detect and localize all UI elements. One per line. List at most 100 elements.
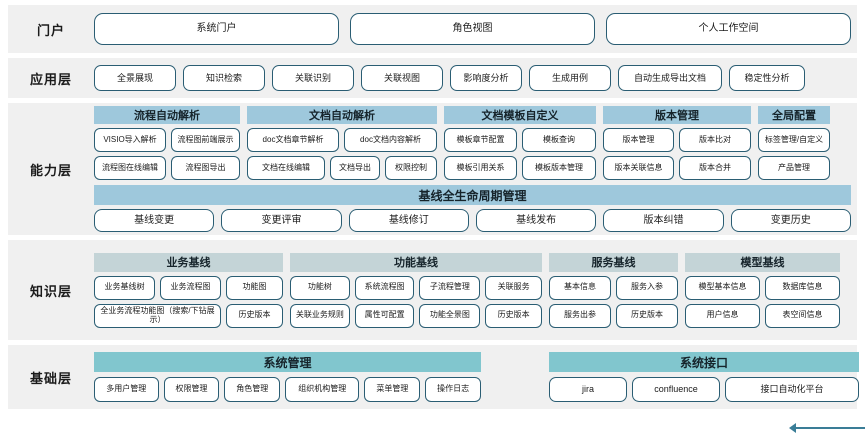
baseline-item-4[interactable]: 版本纠错 — [603, 209, 724, 232]
group-item-row: 服务出参 历史版本 — [549, 303, 678, 328]
layer-label-application: 应用层 — [29, 71, 72, 87]
app-item-5[interactable]: 生成用例 — [529, 65, 611, 91]
left-edge-mask — [0, 5, 2, 438]
layer-label-knowledge: 知识层 — [29, 283, 72, 299]
application-button-row: 全景展现 知识检索 关联识别 关联视图 影响度分析 生成用例 自动生成导出文档 … — [94, 65, 851, 91]
group-item-row: 版本管理 版本比对 — [603, 128, 751, 152]
portal-item-2[interactable]: 个人工作空间 — [606, 13, 851, 45]
kno-item[interactable]: 表空间信息 — [765, 303, 840, 328]
app-item-0[interactable]: 全景展现 — [94, 65, 176, 91]
group-item-row: 功能树 系统流程图 子流程管理 关联服务 — [290, 275, 542, 300]
baseline-lifecycle-row: 基线变更 变更评审 基线修订 基线发布 版本纠错 变更历史 — [94, 209, 851, 232]
kno-item[interactable]: 历史版本 — [226, 303, 283, 328]
layer-label-portal: 门户 — [36, 22, 65, 38]
app-item-3[interactable]: 关联视图 — [361, 65, 443, 91]
kno-item[interactable]: 历史版本 — [616, 303, 678, 328]
capability-group-row: 流程自动解析 VISIO导入解析 流程图前端展示 流程图在线编辑 流程图导出 文… — [94, 106, 851, 180]
kno-item[interactable]: 模型基本信息 — [685, 275, 760, 300]
group-title: 系统接口 — [549, 352, 859, 372]
group-title: 系统管理 — [94, 352, 481, 372]
group-title: 服务基线 — [549, 252, 678, 272]
group-item-row: 标签管理/自定义 — [758, 128, 830, 152]
cap-item[interactable]: 文档导出 — [330, 156, 380, 180]
knowledge-group-function-baseline: 功能基线 功能树 系统流程图 子流程管理 关联服务 关联业务规则 属性可配置 功… — [290, 252, 542, 328]
base-item[interactable]: 多用户管理 — [94, 377, 159, 402]
app-item-1[interactable]: 知识检索 — [183, 65, 265, 91]
baseline-item-5[interactable]: 变更历史 — [730, 209, 851, 232]
kno-item[interactable]: 功能树 — [290, 275, 350, 300]
kno-item[interactable]: 业务基线树 — [94, 275, 155, 300]
app-item-2[interactable]: 关联识别 — [272, 65, 354, 91]
base-item[interactable]: 组织机构管理 — [285, 377, 360, 402]
group-title: 版本管理 — [603, 106, 751, 124]
knowledge-group-service-baseline: 服务基线 基本信息 服务入参 服务出参 历史版本 — [549, 252, 678, 328]
cap-item[interactable]: 模板版本管理 — [522, 156, 596, 180]
kno-item[interactable]: 历史版本 — [485, 303, 542, 328]
baseline-item-3[interactable]: 基线发布 — [475, 209, 597, 232]
kno-item[interactable]: 功能全景图 — [419, 303, 481, 328]
kno-item[interactable]: 业务流程图 — [160, 275, 221, 300]
cap-item[interactable]: 版本管理 — [603, 128, 674, 152]
group-item-row: 流程图在线编辑 流程图导出 — [94, 156, 240, 180]
portal-button-row: 系统门户 角色视图 个人工作空间 — [94, 13, 851, 45]
group-item-row: 业务基线树 业务流程图 功能图 — [94, 275, 283, 300]
group-item-row: 用户信息 表空间信息 — [685, 303, 840, 328]
base-item[interactable]: 菜单管理 — [364, 377, 421, 402]
cap-item[interactable]: 模板引用关系 — [444, 156, 517, 180]
kno-item[interactable]: 关联服务 — [485, 275, 542, 300]
cap-item[interactable]: 产品管理 — [758, 156, 830, 180]
base-item-confluence[interactable]: confluence — [632, 377, 720, 402]
baseline-item-2[interactable]: 基线修订 — [348, 209, 469, 232]
cap-item[interactable]: 版本合并 — [679, 156, 751, 180]
cap-item[interactable]: doc文档章节解析 — [247, 128, 339, 152]
baseline-item-0[interactable]: 基线变更 — [94, 209, 215, 232]
group-title: 文档自动解析 — [247, 106, 437, 124]
base-item[interactable]: 角色管理 — [224, 377, 281, 402]
group-item-row: 版本关联信息 版本合并 — [603, 156, 751, 180]
kno-item[interactable]: 关联业务规则 — [290, 303, 350, 328]
cap-item[interactable]: 标签管理/自定义 — [758, 128, 830, 152]
base-item-jira[interactable]: jira — [549, 377, 627, 402]
group-item-row: 模板章节配置 模板查询 — [444, 128, 596, 152]
cap-item[interactable]: VISIO导入解析 — [94, 128, 166, 152]
cap-item[interactable]: 文档在线编辑 — [247, 156, 325, 180]
app-item-6[interactable]: 自动生成导出文档 — [618, 65, 722, 91]
group-item-row: 模板引用关系 模板版本管理 — [444, 156, 596, 180]
baseline-lifecycle-title: 基线全生命周期管理 — [94, 185, 851, 205]
baseline-item-1[interactable]: 变更评审 — [221, 209, 342, 232]
cap-item[interactable]: 流程图在线编辑 — [94, 156, 166, 180]
app-item-7[interactable]: 稳定性分析 — [729, 65, 805, 91]
cap-item[interactable]: 权限控制 — [385, 156, 437, 180]
base-item[interactable]: 操作日志 — [425, 377, 481, 402]
kno-item[interactable]: 功能图 — [226, 275, 283, 300]
kno-item[interactable]: 属性可配置 — [354, 303, 415, 328]
portal-item-1[interactable]: 角色视图 — [350, 13, 595, 45]
foundation-group-system-management: 系统管理 多用户管理 权限管理 角色管理 组织机构管理 菜单管理 操作日志 — [94, 352, 481, 402]
cap-item[interactable]: 流程图导出 — [171, 156, 240, 180]
layer-capability: 能力层 流程自动解析 VISIO导入解析 流程图前端展示 流程图在线编辑 流程图… — [8, 103, 857, 235]
capability-group-document-parsing: 文档自动解析 doc文档章节解析 doc文档内容解析 文档在线编辑 文档导出 权… — [247, 106, 437, 180]
kno-item[interactable]: 数据库信息 — [765, 275, 840, 300]
cap-item[interactable]: 流程图前端展示 — [171, 128, 240, 152]
base-item[interactable]: 权限管理 — [163, 377, 220, 402]
kno-item[interactable]: 服务出参 — [549, 303, 611, 328]
group-item-row: doc文档章节解析 doc文档内容解析 — [247, 128, 437, 152]
group-item-row: 多用户管理 权限管理 角色管理 组织机构管理 菜单管理 操作日志 — [94, 377, 481, 402]
layer-body-application: 全景展现 知识检索 关联识别 关联视图 影响度分析 生成用例 自动生成导出文档 … — [94, 65, 851, 91]
portal-item-0[interactable]: 系统门户 — [94, 13, 339, 45]
kno-item[interactable]: 用户信息 — [685, 303, 760, 328]
cap-item[interactable]: doc文档内容解析 — [344, 128, 437, 152]
cap-item[interactable]: 版本比对 — [679, 128, 751, 152]
cap-item[interactable]: 版本关联信息 — [603, 156, 674, 180]
cap-item[interactable]: 模板查询 — [522, 128, 596, 152]
group-item-row: jira confluence 接口自动化平台 — [549, 377, 859, 402]
kno-item[interactable]: 基本信息 — [549, 275, 611, 300]
base-item-api-platform[interactable]: 接口自动化平台 — [725, 377, 859, 402]
kno-item[interactable]: 系统流程图 — [354, 275, 415, 300]
kno-item[interactable]: 服务入参 — [616, 275, 678, 300]
cap-item[interactable]: 模板章节配置 — [444, 128, 517, 152]
group-item-row: 基本信息 服务入参 — [549, 275, 678, 300]
kno-item[interactable]: 子流程管理 — [419, 275, 481, 300]
kno-item[interactable]: 全业务流程功能图（搜索/下钻展示） — [94, 303, 221, 328]
app-item-4[interactable]: 影响度分析 — [450, 65, 522, 91]
